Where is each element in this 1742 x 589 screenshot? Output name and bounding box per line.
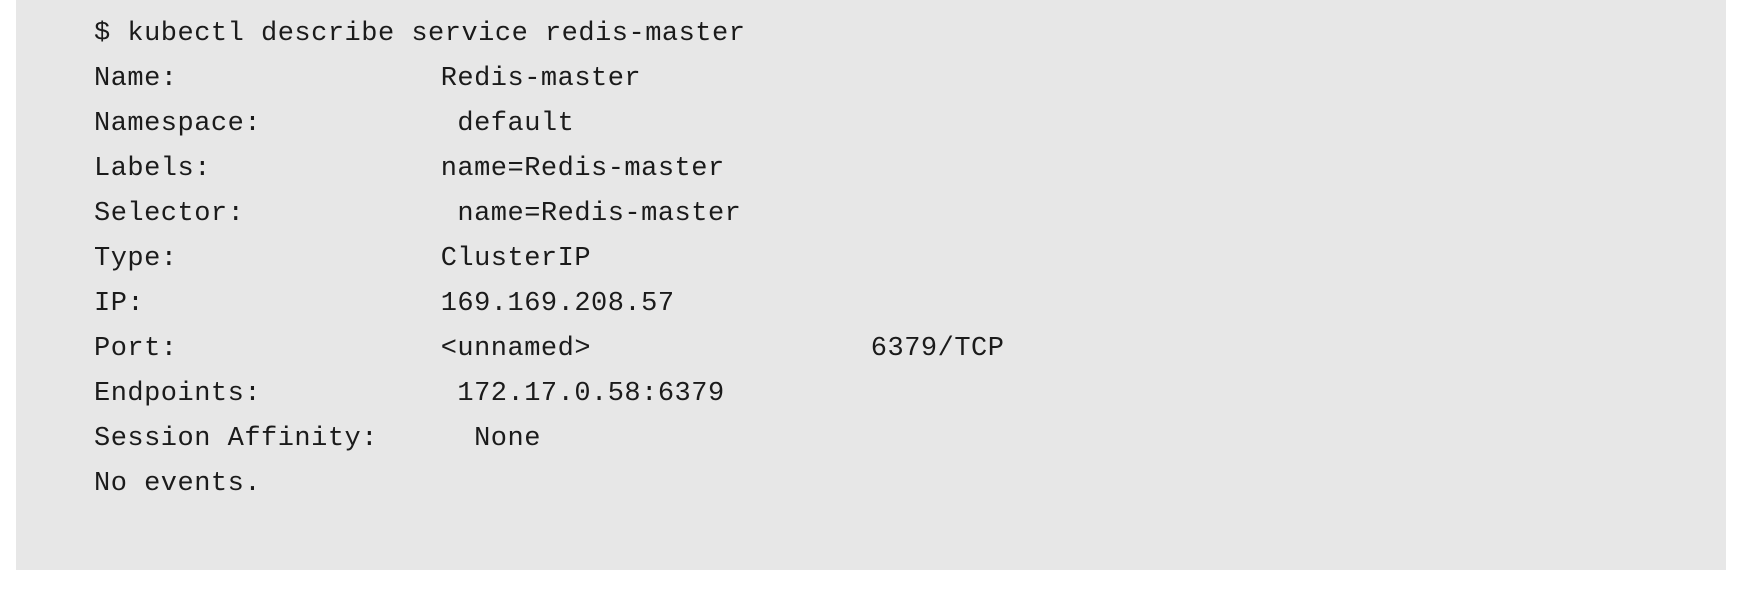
- field-row-ip: IP: 169.169.208.57: [16, 282, 1726, 327]
- field-extra-port: 6379/TCP: [804, 334, 1005, 364]
- prompt-symbol: $: [94, 19, 111, 49]
- field-row-type: Type: ClusterIP: [16, 237, 1726, 282]
- field-value-name: Redis-master: [424, 64, 642, 94]
- field-value-selector: name=Redis-master: [424, 199, 742, 229]
- field-row-name: Name: Redis-master: [16, 57, 1726, 102]
- field-value-labels: name=Redis-master: [424, 154, 725, 184]
- field-label-type: Type:: [94, 244, 178, 274]
- field-row-labels: Labels: name=Redis-master: [16, 147, 1726, 192]
- field-label-name: Name:: [94, 64, 178, 94]
- field-value-ip: 169.169.208.57: [424, 289, 675, 319]
- field-value-session-affinity: None: [424, 424, 541, 454]
- field-row-endpoints: Endpoints: 172.17.0.58:6379: [16, 372, 1726, 417]
- field-label-labels: Labels:: [94, 154, 211, 184]
- field-label-session-affinity: Session Affinity:: [94, 424, 378, 454]
- field-label-port: Port:: [94, 334, 178, 364]
- field-row-session-affinity: Session Affinity: None: [16, 417, 1726, 462]
- field-label-selector: Selector:: [94, 199, 245, 229]
- events-footer-line: No events.: [94, 469, 262, 499]
- field-label-ip: IP:: [94, 289, 145, 319]
- field-value-endpoints: 172.17.0.58:6379: [424, 379, 725, 409]
- field-value-type: ClusterIP: [424, 244, 592, 274]
- field-row-selector: Selector: name=Redis-master: [16, 192, 1726, 237]
- field-value-namespace: default: [424, 109, 575, 139]
- field-label-endpoints: Endpoints:: [94, 379, 262, 409]
- terminal-output-block: $ kubectl describe service redis-master …: [16, 0, 1726, 570]
- field-value-port: <unnamed>: [424, 334, 592, 364]
- command-text: kubectl describe service redis-master: [127, 19, 746, 49]
- field-row-port: Port: <unnamed> 6379/TCP: [16, 327, 1726, 372]
- command-line: $ kubectl describe service redis-master: [16, 12, 1726, 57]
- field-label-namespace: Namespace:: [94, 109, 262, 139]
- field-row-namespace: Namespace: default: [16, 102, 1726, 147]
